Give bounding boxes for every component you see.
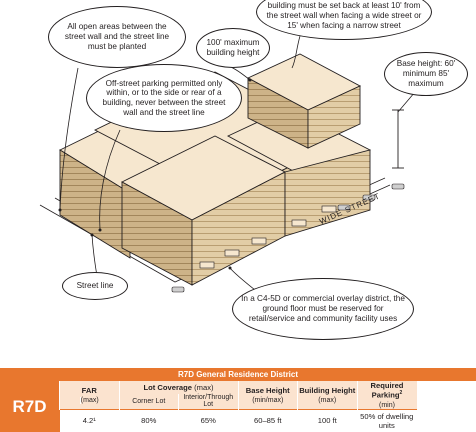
callout-base-height-text: Base height: 60' minimum 85' maximum [396,59,456,88]
callout-street-line: Street line [62,272,128,300]
table-subheader-row: Corner Lot Interior/Through Lot [0,393,476,410]
base-height-dimension [392,109,404,169]
callout-ground-floor-text: In a C4-5D or commercial overlay distric… [241,294,405,323]
callout-open-areas: All open areas between the street wall a… [48,6,186,68]
far-header-sub: (max) [79,396,99,404]
storefronts [199,205,337,269]
far-header: FAR (max) [59,381,119,410]
building-height-value: 100 ft [297,408,357,432]
lot-coverage-header: Lot Coverage (max) [118,381,238,394]
parking-sub: (min) [379,401,395,409]
parking-label: Required Parking [370,381,404,400]
callout-setback-text: building must be set back at least 10' f… [266,1,422,30]
base-height-sub: (min/max) [252,396,284,404]
parking-header: Required Parking2 (min) [356,381,417,410]
cars [171,183,405,293]
parking-value: 50% of dwelling units [357,408,417,432]
building-height-label: Building Height [299,385,356,395]
base-height-header: Base Height (min/max) [237,381,298,410]
base-height-label: Base Height [245,385,290,395]
far-header-label: FAR [81,385,97,395]
interior-value: 65% [178,408,238,432]
table-row: 4.2¹ 80% 65% 60–85 ft 100 ft 50% of dwel… [0,408,476,432]
corner-value: 80% [119,408,179,432]
callout-street-line-text: Street line [76,281,114,291]
callout-ground-floor: In a C4-5D or commercial overlay distric… [232,278,414,340]
callout-parking-text: Off-street parking permitted only within… [102,78,226,117]
parking-sup: 2 [399,390,403,396]
callout-max-height-text: 100' maximum building height [206,38,260,57]
building-height-header: Building Height (max) [297,381,357,410]
zone-label: R7D [0,381,60,432]
far-value: 4.2¹ [59,408,119,432]
base-height-value: 60–85 ft [238,408,298,432]
lot-coverage-label: Lot Coverage [143,382,192,392]
interior-lot-header: Interior/Through Lot [178,393,238,410]
table-title-row: R7D General Residence District [0,368,476,381]
callout-parking: Off-street parking permitted only within… [86,64,242,132]
corner-lot-header: Corner Lot [118,393,179,410]
callout-max-height: 100' maximum building height [196,28,270,68]
table-header-row: R7D FAR (max) Lot Coverage (max) Base He… [0,381,476,432]
callout-open-areas-text: All open areas between the street wall a… [64,22,170,51]
setback-tower [246,53,362,149]
building-height-sub: (max) [318,396,337,404]
district-table: R7D General Residence District R7D FAR (… [0,368,476,432]
lot-coverage-sub: (max) [194,382,214,392]
table-title: R7D General Residence District [0,368,476,381]
leader-arrows [58,78,252,270]
callout-base-height: Base height: 60' minimum 85' maximum [384,52,468,96]
